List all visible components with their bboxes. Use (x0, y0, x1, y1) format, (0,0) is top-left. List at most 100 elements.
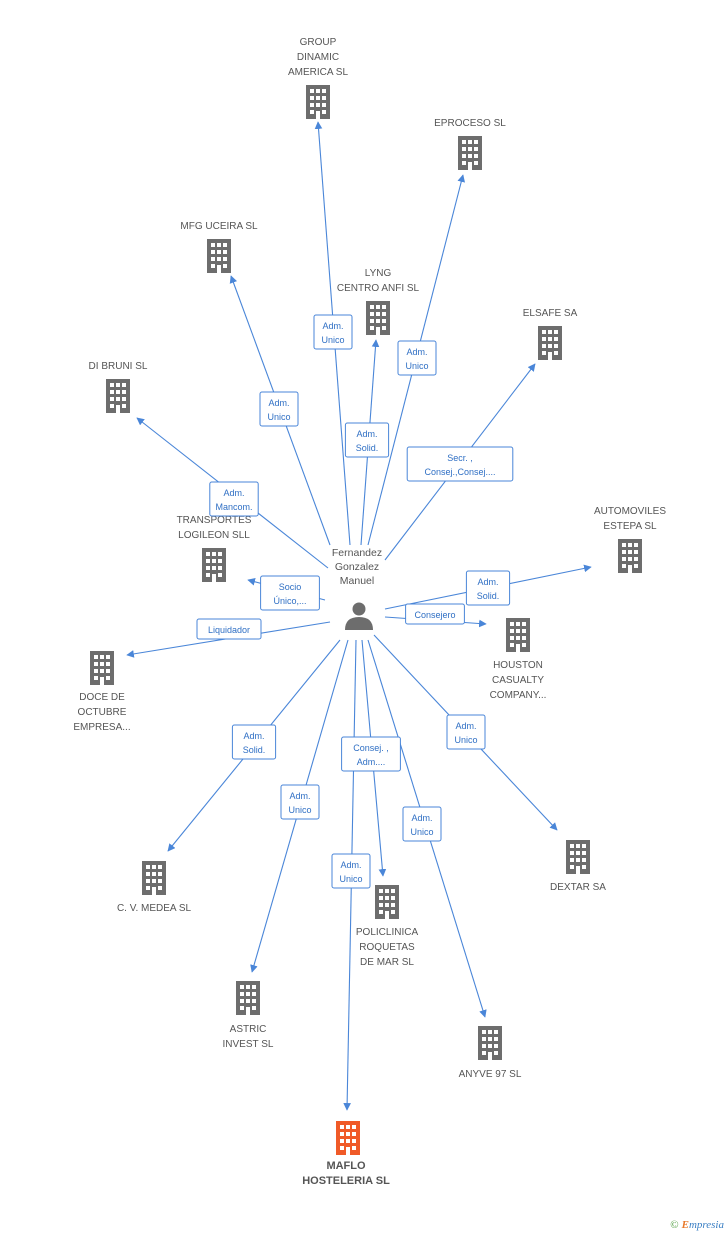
company-node-anyve[interactable]: ANYVE 97 SL (459, 1026, 522, 1080)
edge-label-text: Consej.,Consej.... (424, 467, 495, 477)
edge-label-box (465, 570, 511, 606)
edge-label-box (446, 714, 486, 750)
company-node-doce[interactable]: DOCE DEOCTUBREEMPRESA... (73, 651, 131, 733)
company-node-houston[interactable]: HOUSTONCASUALTYCOMPANY... (490, 618, 547, 701)
company-node-dexter[interactable]: DEXTAR SA (550, 840, 606, 893)
building-icon (478, 1026, 502, 1060)
company-label: DOCE DE (79, 692, 125, 703)
edge-label-text: Mancom. (215, 502, 252, 512)
edge-label-text: Unico (410, 827, 433, 837)
edge-label-text: Adm. (406, 347, 427, 357)
edge-label-text: Unico (288, 805, 311, 815)
edge-label-text: Adm.... (357, 757, 386, 767)
building-icon (538, 326, 562, 360)
edge-label-text: Adm. (455, 721, 476, 731)
company-label: CASUALTY (492, 675, 544, 686)
edge-label-houston[interactable]: Consejero (405, 603, 465, 625)
company-node-lyng[interactable]: LYNG CENTRO ANFI SL (337, 268, 420, 335)
edges-layer (126, 121, 592, 1111)
company-label: ROQUETAS (359, 942, 415, 953)
company-label: EMPRESA... (73, 722, 130, 733)
company-label: INVEST SL (223, 1039, 274, 1050)
brand-initial: E (681, 1219, 689, 1231)
edge-label-astric[interactable]: Adm. Unico (280, 784, 320, 820)
empresia-watermark: ©Empresia (670, 1219, 724, 1231)
building-icon (566, 840, 590, 874)
edge-label-text: Adm. (477, 577, 498, 587)
company-label: C. V. MEDEA SL (117, 903, 192, 914)
company-label: CENTRO ANFI SL (337, 283, 420, 294)
company-node-mfg-uceira[interactable]: MFG UCEIRA SL (180, 221, 258, 273)
company-label: MFG UCEIRA SL (180, 221, 258, 232)
edge-label-text: Adm. (223, 488, 244, 498)
edge-label-automoviles[interactable]: Adm. Solid. (465, 570, 511, 606)
edge-label-policlinica[interactable]: Consej. ,Adm.... (341, 736, 401, 772)
edge-label-di-bruni[interactable]: Adm. Mancom. (209, 481, 259, 517)
edge-label-box (280, 784, 320, 820)
company-node-elsafe[interactable]: ELSAFE SA (523, 308, 578, 360)
edge-label-maflo[interactable]: Adm.Unico (331, 853, 371, 889)
building-icon (506, 618, 530, 652)
edge-label-mfg-uceira[interactable]: Adm.Unico (259, 391, 299, 427)
edge-label-box (406, 446, 514, 482)
edge-label-text: Adm. (289, 791, 310, 801)
company-node-cv-medea[interactable]: C. V. MEDEA SL (117, 861, 192, 914)
edge-label-elsafe[interactable]: Secr. ,Consej.,Consej.... (406, 446, 514, 482)
edge-label-box (405, 603, 465, 625)
edge-label-text: Adm. (411, 813, 432, 823)
edge-label-box (231, 724, 277, 760)
edge-label-text: Unico (454, 735, 477, 745)
edge-label-box (260, 575, 320, 611)
edge-label-anyve[interactable]: Adm. Unico (402, 806, 442, 842)
edge-label-text: Socio (279, 582, 302, 592)
building-icon (207, 239, 231, 273)
building-icon (202, 548, 226, 582)
company-label: LYNG (365, 268, 392, 279)
edge-label-box (196, 618, 262, 640)
edge-label-box (341, 736, 401, 772)
brand-name: mpresia (688, 1219, 724, 1231)
edge-label-dexter[interactable]: Adm. Unico (446, 714, 486, 750)
company-node-astric[interactable]: ASTRIC INVEST SL (223, 981, 274, 1050)
edge-label-box (344, 422, 390, 458)
edge-label-transportes[interactable]: SocioÚnico,... (260, 575, 320, 611)
company-label: ELSAFE SA (523, 308, 578, 319)
edge-label-text: Solid. (477, 591, 500, 601)
company-label: POLICLINICA (356, 927, 419, 938)
building-icon (90, 651, 114, 685)
edge-label-group-dinamic[interactable]: Adm.Unico (313, 314, 353, 350)
company-label: COMPANY... (490, 690, 547, 701)
edge-label-text: Liquidador (208, 625, 250, 635)
edge-label-text: Unico (339, 874, 362, 884)
person-name: Manuel (340, 575, 374, 587)
building-icon (375, 885, 399, 919)
edge-label-text: Solid. (243, 745, 266, 755)
edge-label-doce[interactable]: Liquidador (196, 618, 262, 640)
company-node-di-bruni[interactable]: DI BRUNI SL (89, 361, 148, 413)
building-icon (142, 861, 166, 895)
company-label: ASTRIC (230, 1024, 267, 1035)
edge-label-box (313, 314, 353, 350)
company-label: ANYVE 97 SL (459, 1069, 522, 1080)
edge-label-box (331, 853, 371, 889)
copyright-icon: © (670, 1219, 679, 1231)
edge-label-cv-medea[interactable]: Adm.Solid. (231, 724, 277, 760)
company-label: TRANSPORTES (177, 515, 252, 526)
edge-labels-layer: Adm.UnicoAdm.UnicoAdm.UnicoAdm.Solid.Sec… (196, 314, 514, 889)
edge-label-text: Unico (267, 412, 290, 422)
company-label: DE MAR SL (360, 957, 414, 968)
edge-label-lyng[interactable]: Adm.Solid. (344, 422, 390, 458)
edge-label-box (259, 391, 299, 427)
company-node-policlinica[interactable]: POLICLINICA ROQUETAS DE MAR SL (356, 885, 419, 968)
building-icon (618, 539, 642, 573)
company-node-eproceso[interactable]: EPROCESO SL (434, 118, 506, 170)
company-label: DI BRUNI SL (89, 361, 148, 372)
edge-label-eproceso[interactable]: Adm.Unico (397, 340, 437, 376)
